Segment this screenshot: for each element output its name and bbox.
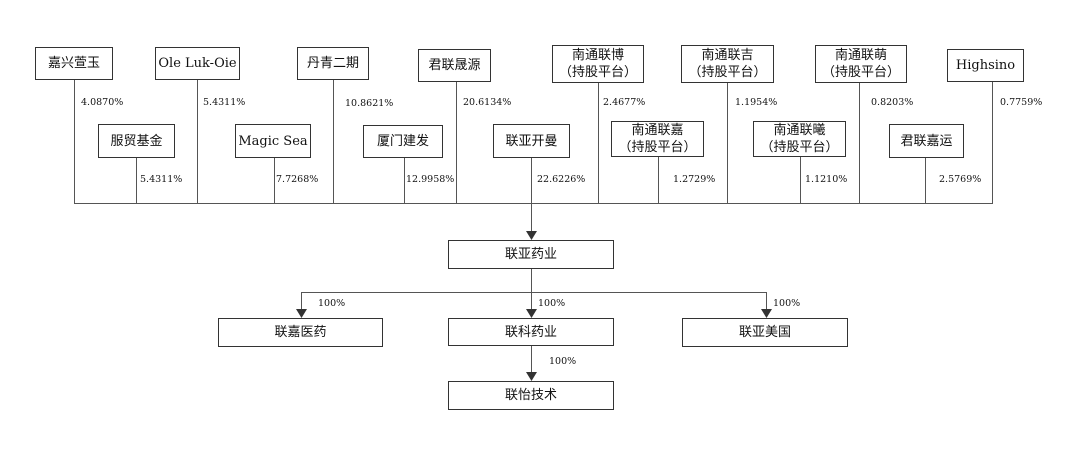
connector-line: [301, 292, 302, 312]
shareholding-percentage: 1.1954%: [735, 97, 778, 108]
shareholding-percentage: 7.7268%: [276, 174, 319, 185]
connector-line: [531, 346, 532, 374]
connector-line: [766, 292, 767, 312]
ownership-percentage: 100%: [773, 298, 801, 309]
connector-line: [992, 80, 993, 204]
shareholder-box: 丹青二期: [297, 47, 369, 80]
connector-line: [136, 158, 137, 204]
company-box: 联亚药业: [448, 240, 614, 269]
arrow-down-icon: [526, 231, 537, 240]
subsidiary-box: 联科药业: [448, 318, 614, 346]
ownership-percentage: 100%: [538, 298, 566, 309]
arrow-down-icon: [526, 309, 537, 318]
shareholding-percentage: 1.2729%: [673, 174, 716, 185]
connector-line: [531, 292, 532, 312]
shareholder-box: 厦门建发: [363, 125, 443, 158]
connector-line: [74, 80, 75, 204]
connector-line: [274, 158, 275, 204]
arrow-down-icon: [761, 309, 772, 318]
subsidiary-bus-line: [531, 269, 532, 293]
connector-line: [531, 158, 532, 204]
shareholder-bus-line: [74, 203, 993, 204]
shareholder-box: 南通联萌 （持股平台）: [815, 45, 907, 83]
connector-line: [531, 203, 532, 236]
shareholding-percentage: 2.4677%: [603, 97, 646, 108]
shareholding-percentage: 12.9958%: [406, 174, 455, 185]
connector-line: [333, 80, 334, 204]
shareholding-percentage: 20.6134%: [463, 97, 512, 108]
connector-line: [598, 80, 599, 204]
shareholder-box: 服贸基金: [98, 124, 175, 158]
connector-line: [404, 158, 405, 204]
shareholder-box: Ole Luk-Oie: [155, 47, 240, 80]
connector-line: [800, 157, 801, 204]
connector-line: [727, 80, 728, 204]
shareholding-percentage: 5.4311%: [203, 97, 246, 108]
connector-line: [925, 158, 926, 204]
shareholder-box: 南通联博 （持股平台）: [552, 45, 644, 83]
sub-subsidiary-box: 联怡技术: [448, 381, 614, 410]
shareholder-box: Highsino: [947, 49, 1024, 82]
shareholding-percentage: 10.8621%: [345, 98, 394, 109]
shareholding-percentage: 5.4311%: [140, 174, 183, 185]
connector-line: [859, 80, 860, 204]
shareholder-box: Magic Sea: [235, 124, 311, 158]
subsidiary-bus-line: [301, 292, 767, 293]
arrow-down-icon: [296, 309, 307, 318]
shareholding-percentage: 2.5769%: [939, 174, 982, 185]
shareholder-box: 嘉兴萱玉: [35, 47, 113, 80]
shareholder-box: 南通联嘉 （持股平台）: [611, 121, 704, 157]
shareholder-box: 君联晟源: [418, 49, 491, 82]
shareholding-percentage: 22.6226%: [537, 174, 586, 185]
connector-line: [456, 80, 457, 204]
shareholding-percentage: 0.8203%: [871, 97, 914, 108]
ownership-percentage: 100%: [318, 298, 346, 309]
shareholding-percentage: 1.1210%: [805, 174, 848, 185]
shareholder-box: 南通联曦 （持股平台）: [753, 121, 846, 157]
shareholder-box: 联亚开曼: [493, 124, 570, 158]
subsidiary-box: 联亚美国: [682, 318, 848, 347]
shareholder-box: 君联嘉运: [889, 124, 964, 158]
ownership-percentage: 100%: [549, 356, 577, 367]
connector-line: [658, 157, 659, 204]
shareholding-percentage: 4.0870%: [81, 97, 124, 108]
connector-line: [197, 80, 198, 204]
shareholding-percentage: 0.7759%: [1000, 97, 1043, 108]
arrow-down-icon: [526, 372, 537, 381]
subsidiary-box: 联嘉医药: [218, 318, 383, 347]
shareholder-box: 南通联吉 （持股平台）: [681, 45, 774, 83]
